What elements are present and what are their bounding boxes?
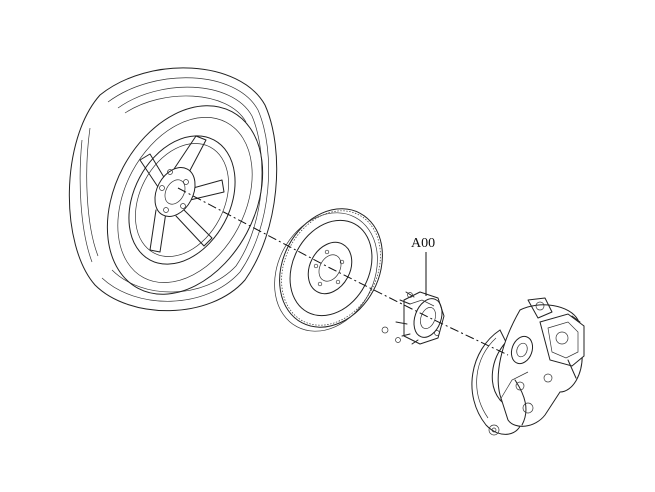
steering-knuckle-and-caliper bbox=[471, 297, 585, 436]
callout-a00: A00 bbox=[411, 236, 435, 296]
hub-bearing bbox=[381, 291, 445, 345]
brake-disc bbox=[274, 208, 383, 332]
assembly-axis-line bbox=[177, 187, 509, 356]
tire-and-wheel bbox=[68, 67, 278, 312]
callout-label-a00: A00 bbox=[411, 236, 435, 251]
